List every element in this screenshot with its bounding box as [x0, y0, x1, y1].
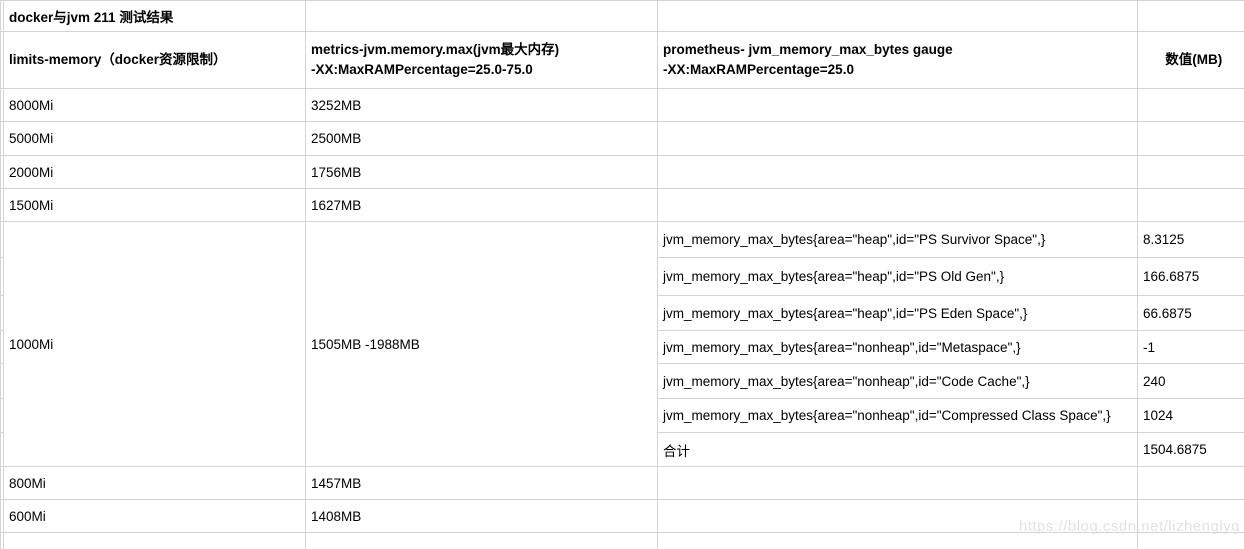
sheet-edge-cell — [0, 295, 4, 331]
table-row: jvm_memory_max_bytes{area="nonheap",id="… — [0, 330, 1244, 364]
column-header-prometheus-line2: -XX:MaxRAMPercentage=25.0 — [663, 62, 854, 77]
cell-prometheus-metric[interactable]: jvm_memory_max_bytes{area="nonheap",id="… — [657, 330, 1138, 364]
cell-prometheus-metric[interactable]: jvm_memory_max_bytes{area="heap",id="PS … — [657, 295, 1138, 331]
empty-cell[interactable] — [657, 121, 1138, 156]
empty-cell[interactable] — [1137, 155, 1244, 189]
table-row: jvm_memory_max_bytes{area="nonheap",id="… — [0, 398, 1244, 433]
cell-prometheus-total-label[interactable]: 合计 — [657, 432, 1138, 467]
cell-value[interactable]: 166.6875 — [1137, 257, 1244, 296]
empty-cell[interactable] — [1137, 499, 1244, 533]
empty-cell[interactable] — [1137, 0, 1244, 32]
cell-limits[interactable]: 8000Mi — [3, 88, 306, 122]
cell-metrics[interactable]: 1627MB — [305, 188, 658, 222]
table-row: docker与jvm 211 测试结果 — [0, 0, 1244, 32]
table-row: 8000Mi 3252MB — [0, 88, 1244, 122]
column-header-metrics-line1: metrics-jvm.memory.max(jvm最大内存) — [311, 42, 560, 57]
table-row: 合计 1504.6875 — [0, 432, 1244, 467]
cell-value[interactable]: 1504.6875 — [1137, 432, 1244, 467]
table-row: jvm_memory_max_bytes{area="nonheap",id="… — [0, 363, 1244, 399]
empty-cell[interactable] — [657, 532, 1138, 549]
cell-limits-merged[interactable]: 1000Mi — [3, 221, 306, 467]
cell-metrics[interactable]: 3252MB — [305, 88, 658, 122]
cell-value[interactable]: 1024 — [1137, 398, 1244, 433]
empty-cell[interactable] — [1137, 121, 1244, 156]
empty-cell[interactable] — [1137, 188, 1244, 222]
cell-limits[interactable]: 600Mi — [3, 499, 306, 533]
cell-value[interactable]: 240 — [1137, 363, 1244, 399]
column-header-value[interactable]: 数值(MB) — [1137, 31, 1244, 89]
table-row: limits-memory（docker资源限制） metrics-jvm.me… — [0, 31, 1244, 89]
empty-cell[interactable] — [657, 466, 1138, 500]
cell-metrics[interactable]: 1457MB — [305, 466, 658, 500]
table-row: 800Mi 1457MB — [0, 466, 1244, 500]
column-header-metrics-line2: -XX:MaxRAMPercentage=25.0-75.0 — [311, 62, 533, 77]
empty-cell[interactable] — [305, 0, 658, 32]
cell-value[interactable]: 66.6875 — [1137, 295, 1244, 331]
cell-limits[interactable]: 5000Mi — [3, 121, 306, 156]
table-row: 1000Mi 1505MB -1988MB jvm_memory_max_byt… — [0, 221, 1244, 467]
empty-cell[interactable] — [657, 0, 1138, 32]
empty-cell[interactable] — [305, 532, 658, 549]
sheet-edge-cell — [0, 398, 4, 433]
empty-cell[interactable] — [657, 499, 1138, 533]
empty-cell[interactable] — [1137, 532, 1244, 549]
cell-limits[interactable]: 1500Mi — [3, 188, 306, 222]
cell-limits[interactable]: 2000Mi — [3, 155, 306, 189]
sheet-edge-cell — [0, 432, 4, 467]
cell-prometheus-metric[interactable]: jvm_memory_max_bytes{area="nonheap",id="… — [657, 398, 1138, 433]
empty-cell[interactable] — [1137, 88, 1244, 122]
cell-value[interactable]: 8.3125 — [1137, 221, 1244, 258]
table-row: 1500Mi 1627MB — [0, 188, 1244, 222]
sheet-edge-cell — [0, 363, 4, 399]
empty-cell[interactable] — [3, 532, 306, 549]
column-header-prometheus-line1: prometheus- jvm_memory_max_bytes gauge — [663, 42, 953, 57]
page-title[interactable]: docker与jvm 211 测试结果 — [3, 0, 306, 32]
cell-prometheus-metric[interactable]: jvm_memory_max_bytes{area="heap",id="PS … — [657, 257, 1138, 296]
cell-metrics[interactable]: 2500MB — [305, 121, 658, 156]
empty-cell[interactable] — [1137, 466, 1244, 500]
column-header-metrics[interactable]: metrics-jvm.memory.max(jvm最大内存) -XX:MaxR… — [305, 31, 658, 89]
cell-prometheus-metric[interactable]: jvm_memory_max_bytes{area="nonheap",id="… — [657, 363, 1138, 399]
table-row: 2000Mi 1756MB — [0, 155, 1244, 189]
empty-cell[interactable] — [657, 155, 1138, 189]
column-header-prometheus[interactable]: prometheus- jvm_memory_max_bytes gauge -… — [657, 31, 1138, 89]
sheet-edge-cell — [0, 257, 4, 296]
table-row: jvm_memory_max_bytes{area="heap",id="PS … — [0, 295, 1244, 331]
cell-metrics[interactable]: 1408MB — [305, 499, 658, 533]
table-row: jvm_memory_max_bytes{area="heap",id="PS … — [0, 257, 1244, 296]
empty-cell[interactable] — [657, 188, 1138, 222]
cell-prometheus-metric[interactable]: jvm_memory_max_bytes{area="heap",id="PS … — [657, 221, 1138, 258]
cell-metrics-merged[interactable]: 1505MB -1988MB — [305, 221, 658, 467]
empty-cell[interactable] — [657, 88, 1138, 122]
sheet-edge-cell — [0, 330, 4, 364]
table-row — [0, 532, 1244, 549]
cell-limits[interactable]: 800Mi — [3, 466, 306, 500]
table-row: 600Mi 1408MB — [0, 499, 1244, 533]
table-row: 5000Mi 2500MB — [0, 121, 1244, 156]
column-header-limits[interactable]: limits-memory（docker资源限制） — [3, 31, 306, 89]
cell-metrics[interactable]: 1756MB — [305, 155, 658, 189]
cell-value[interactable]: -1 — [1137, 330, 1244, 364]
